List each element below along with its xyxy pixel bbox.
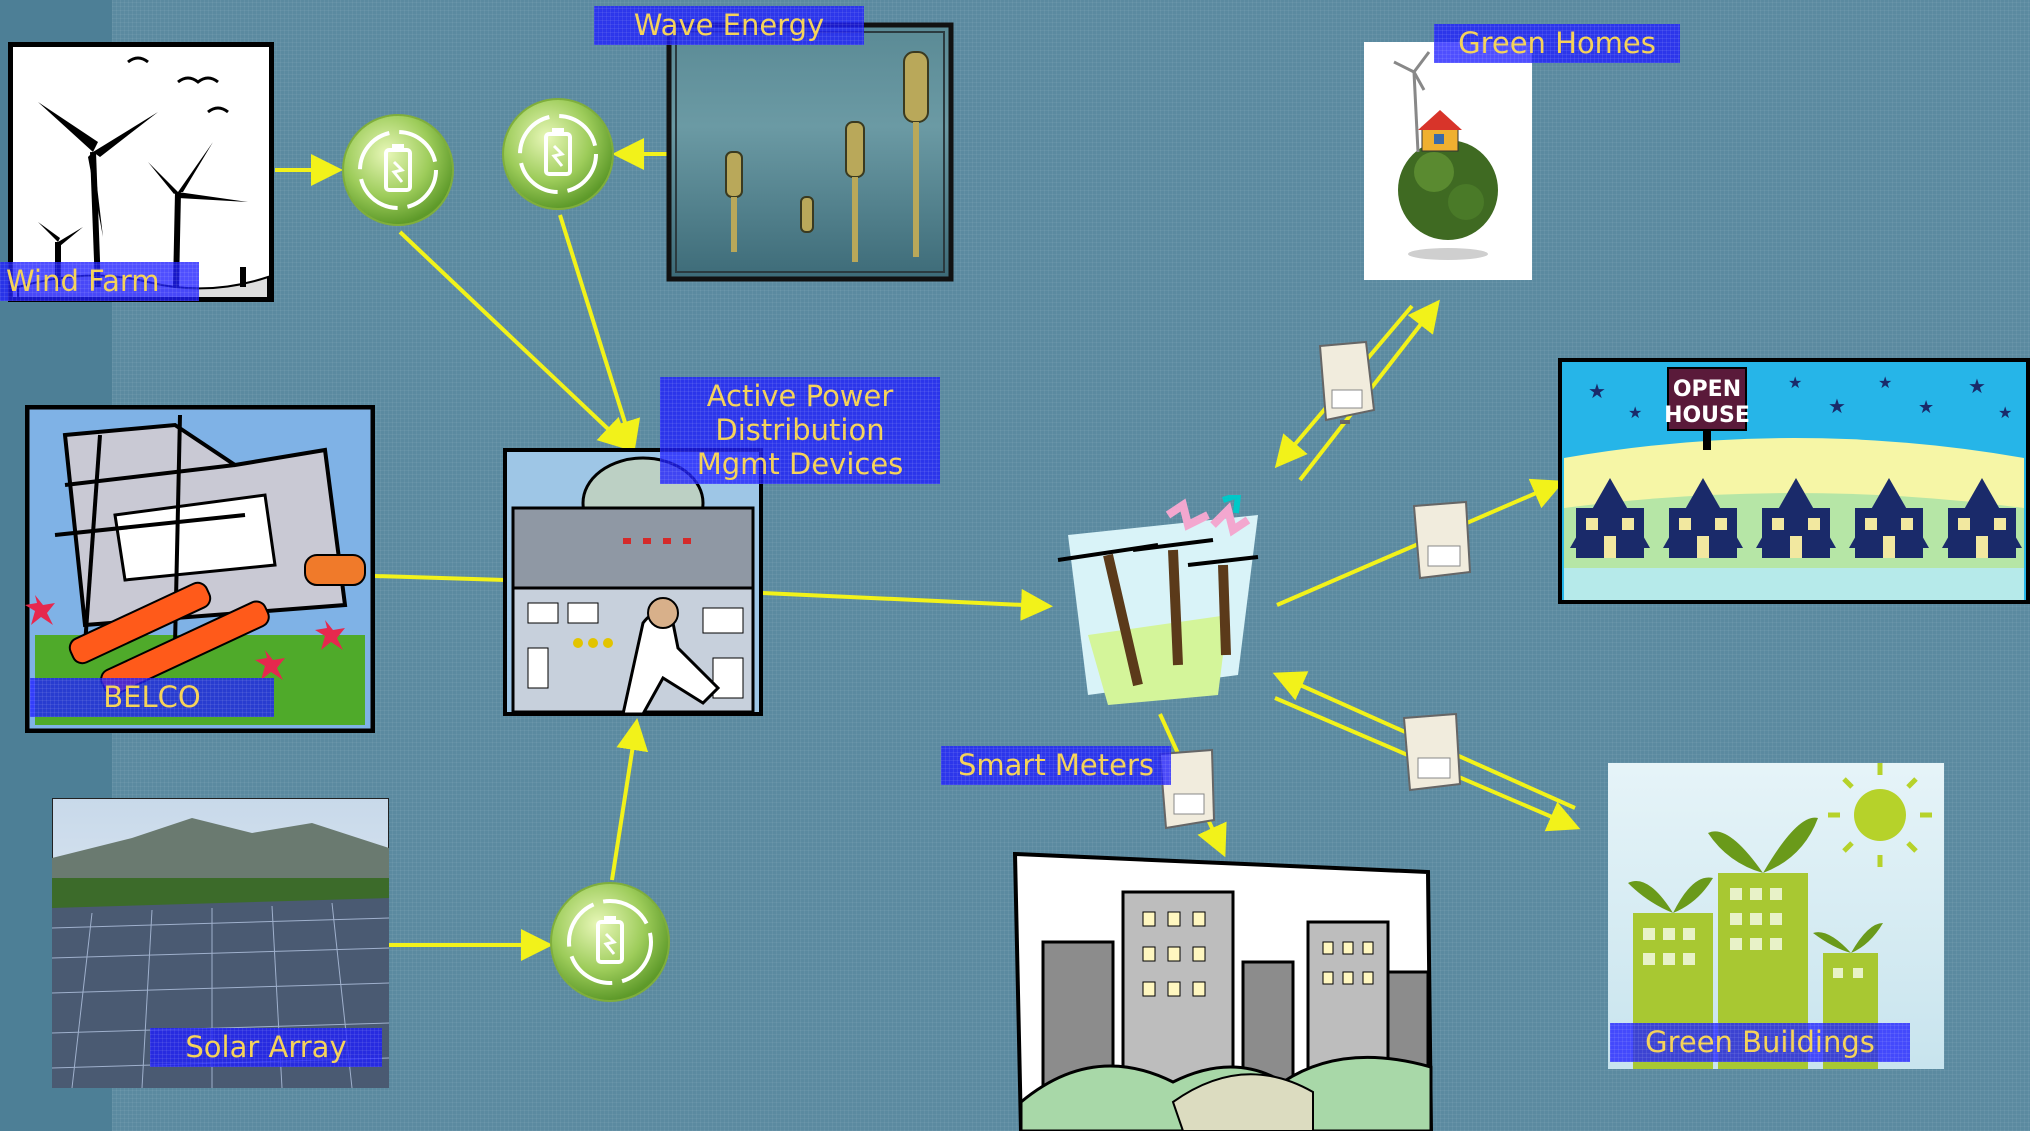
control-room-image [503, 448, 763, 716]
svg-text:★: ★ [1998, 403, 2012, 422]
smart-meter-icon-4 [1158, 748, 1216, 830]
belco-to-control-line [374, 574, 506, 582]
battery-recycle-icon [500, 96, 616, 212]
open-house-line-2: HOUSE [1664, 403, 1750, 428]
smart-meter-icon-2 [1412, 500, 1472, 580]
wave-energy-label: Wave Energy [594, 6, 864, 45]
green-homes-label: Green Homes [1434, 24, 1680, 63]
battery-recycle-icon-3 [550, 882, 670, 1002]
green-homes-image [1364, 42, 1532, 280]
power-lines-icon [1057, 495, 1259, 705]
battery-recycle-icon [340, 112, 456, 228]
green-homes-node [1364, 42, 1532, 280]
active-power-line-3: Mgmt Devices [696, 447, 904, 482]
active-power-line-2: Distribution [715, 413, 885, 448]
open-house-image: ★★★ ★★★ ★★★ OPEN HOUSE [1558, 358, 2030, 604]
smart-meter-icon [1312, 340, 1380, 424]
arrow-battery1-to-control [398, 230, 631, 451]
svg-text:★: ★ [1968, 374, 1986, 398]
arrow-battery2-to-control [558, 214, 641, 453]
active-power-line-1: Active Power [706, 379, 894, 413]
svg-text:★: ★ [1628, 403, 1642, 422]
svg-text:★: ★ [1788, 373, 1802, 392]
wave-energy-node [666, 22, 954, 282]
smart-meter-icon [1400, 712, 1466, 794]
svg-text:★: ★ [1588, 379, 1606, 403]
smart-meters-label: Smart Meters [941, 746, 1171, 785]
svg-text:★: ★ [1878, 373, 1892, 392]
power-lines-node [1048, 495, 1278, 715]
city-node [1013, 852, 1433, 1131]
city-buildings-image [1013, 852, 1433, 1131]
battery-recycle-icon-2 [502, 98, 614, 210]
active-power-label: Active Power Distribution Mgmt Devices [660, 377, 940, 484]
smart-meter-icon [1156, 748, 1220, 830]
svg-text:★: ★ [1828, 394, 1846, 418]
arrow-control-to-powerlines [762, 588, 1053, 621]
open-house-node: ★★★ ★★★ ★★★ OPEN HOUSE [1558, 358, 2030, 604]
solar-array-label: Solar Array [150, 1028, 382, 1067]
smart-meter-icon-1 [1318, 340, 1376, 424]
smart-meter-icon-3 [1402, 712, 1462, 792]
wind-farm-label: Wind Farm [0, 262, 199, 301]
arrow-battery3-to-control [610, 718, 649, 881]
battery-recycle-icon [548, 880, 672, 1004]
open-house-line-1: OPEN [1673, 377, 1741, 402]
wave-energy-image [666, 22, 954, 282]
smart-meter-icon [1410, 500, 1476, 582]
battery-recycle-icon-1 [342, 114, 454, 226]
green-buildings-label: Green Buildings [1610, 1023, 1910, 1062]
control-room-node [503, 448, 763, 716]
belco-label: BELCO [30, 678, 274, 717]
svg-text:★: ★ [1918, 397, 1934, 418]
